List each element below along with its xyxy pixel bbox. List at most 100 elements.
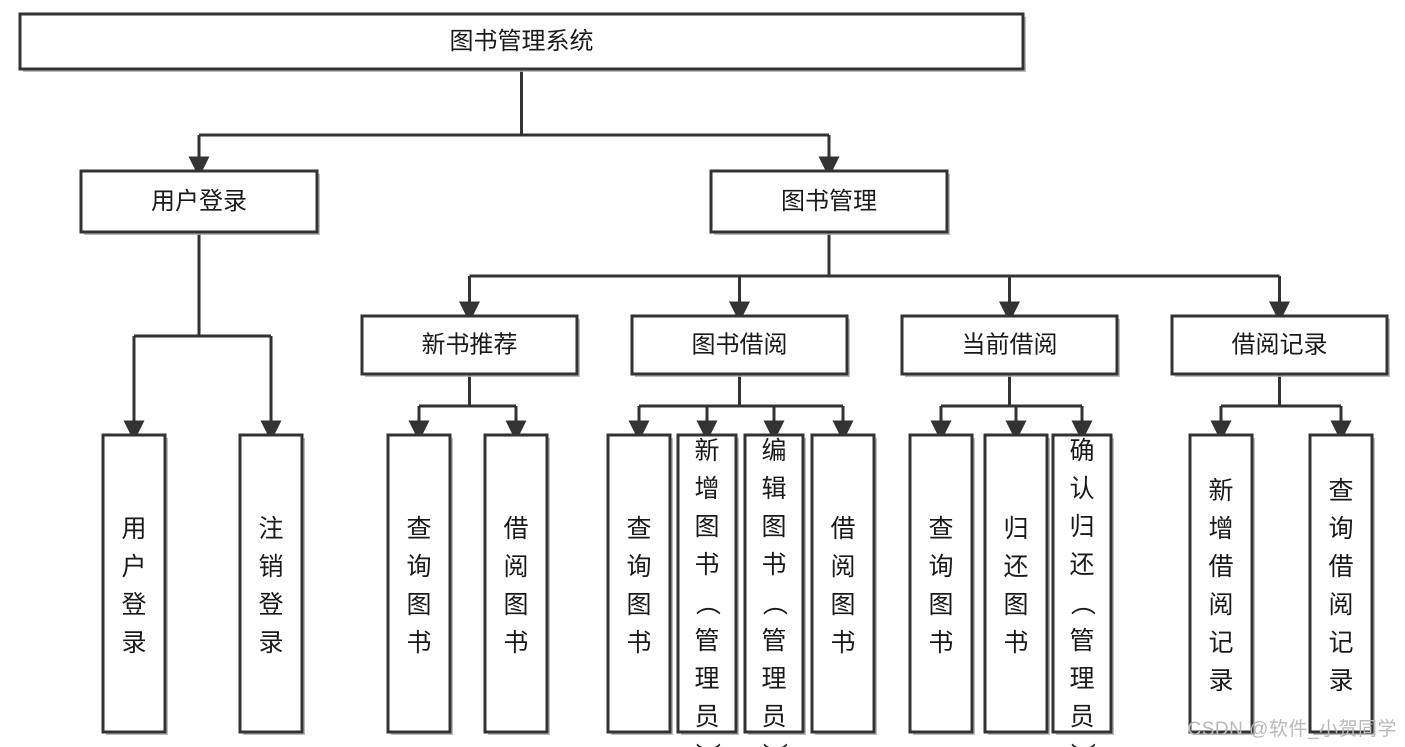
node-label: 用户登录 [151, 188, 247, 215]
node-label-char: 还 [1069, 551, 1094, 579]
node-label-char: 查 [928, 515, 953, 543]
node-label-char: 借 [1208, 553, 1233, 581]
node-user-login[interactable]: 用户登录 [79, 169, 320, 235]
node-label-char: 图 [626, 591, 651, 619]
node-label-char: 理 [1069, 665, 1094, 693]
node-current-borrow[interactable]: 当前借阅 [900, 314, 1120, 377]
node-label: 图书管理系统 [450, 28, 594, 55]
node-label-char: 增 [1208, 515, 1233, 543]
node-label-char: ） [693, 742, 721, 747]
node-label-char: 阅 [503, 553, 528, 581]
box-outline [101, 433, 167, 734]
node-label-char: 阅 [1328, 591, 1353, 619]
box-outline [810, 433, 876, 734]
box-outline [908, 433, 974, 734]
box-outline [676, 433, 738, 734]
node-label-char: 管 [694, 627, 719, 655]
connectors-layer [123, 69, 1352, 442]
node-leaf-user-login[interactable]: 用户登录 [101, 433, 168, 735]
box-outline [630, 314, 849, 376]
node-new-book-rec[interactable]: 新书推荐 [360, 314, 580, 377]
node-label-char: 图 [694, 513, 719, 541]
node-borrow-record[interactable]: 借阅记录 [1170, 314, 1390, 377]
box-outline [900, 314, 1119, 376]
node-label-char: 录 [258, 629, 283, 657]
node-label-char: 还 [1003, 553, 1028, 581]
node-book-manage[interactable]: 图书管理 [709, 169, 950, 235]
node-label-char: 记 [1328, 629, 1353, 657]
node-label-char: 书 [830, 629, 855, 657]
node-label: 借阅记录 [1232, 331, 1328, 358]
node-label-char: 增 [694, 475, 719, 503]
node-label-char: 询 [406, 553, 431, 581]
box-outline [483, 433, 549, 734]
node-label-char: 图 [761, 513, 786, 541]
node-label-char: 借 [503, 515, 528, 543]
box-outline [743, 433, 805, 734]
node-label-char: 询 [626, 553, 651, 581]
node-label-char: 认 [1069, 475, 1094, 503]
node-label-char: 图 [1003, 591, 1028, 619]
node-label-char: 员 [761, 703, 786, 731]
node-label-char: 录 [121, 629, 146, 657]
node-label-char: ） [760, 742, 788, 747]
node-label-char: 书 [761, 551, 786, 579]
node-label-char: 理 [761, 665, 786, 693]
node-label-char: 管 [1069, 627, 1094, 655]
node-label-char: 理 [694, 665, 719, 693]
box-outline [238, 433, 304, 734]
node-label-char: 注 [258, 515, 283, 543]
node-label-char: 借 [1328, 553, 1353, 581]
node-label-char: 新 [694, 437, 719, 465]
box-outline [360, 314, 579, 376]
node-label: 当前借阅 [962, 331, 1058, 358]
node-book-borrow[interactable]: 图书借阅 [630, 314, 850, 377]
node-label-char: 确 [1069, 437, 1094, 465]
node-label-char: 员 [694, 703, 719, 731]
node-label-char: 新 [1208, 477, 1233, 505]
node-label-char: 图 [928, 591, 953, 619]
node-label-char: 用 [121, 515, 146, 543]
node-label-char: 户 [121, 553, 146, 581]
box-outline [709, 169, 949, 234]
node-label-char: 管 [761, 627, 786, 655]
box-outline [1188, 433, 1254, 734]
node-label-char: 书 [928, 629, 953, 657]
box-outline [1170, 314, 1389, 376]
node-label-char: 编 [761, 437, 786, 465]
box-outline [386, 433, 452, 734]
node-label-char: 图 [830, 591, 855, 619]
node-label-char: 阅 [830, 553, 855, 581]
box-outline [606, 433, 672, 734]
watermark-text: CSDN @软件_小贺同学 [1187, 719, 1397, 740]
node-label-char: 录 [1208, 667, 1233, 695]
node-label-char: 录 [1328, 667, 1353, 695]
node-label-char: 书 [626, 629, 651, 657]
node-label-char: 查 [1328, 477, 1353, 505]
node-label-char: （ [1068, 590, 1096, 615]
node-label-char: 询 [1328, 515, 1353, 543]
node-label-char: ） [1068, 742, 1096, 747]
node-label-char: 书 [503, 629, 528, 657]
node-label-char: 阅 [1208, 591, 1233, 619]
box-outline [1051, 433, 1113, 734]
node-label-char: 查 [406, 515, 431, 543]
node-label-char: 归 [1069, 513, 1094, 541]
node-label-char: （ [760, 590, 788, 615]
node-label-char: 记 [1208, 629, 1233, 657]
node-root[interactable]: 图书管理系统 [18, 12, 1026, 72]
